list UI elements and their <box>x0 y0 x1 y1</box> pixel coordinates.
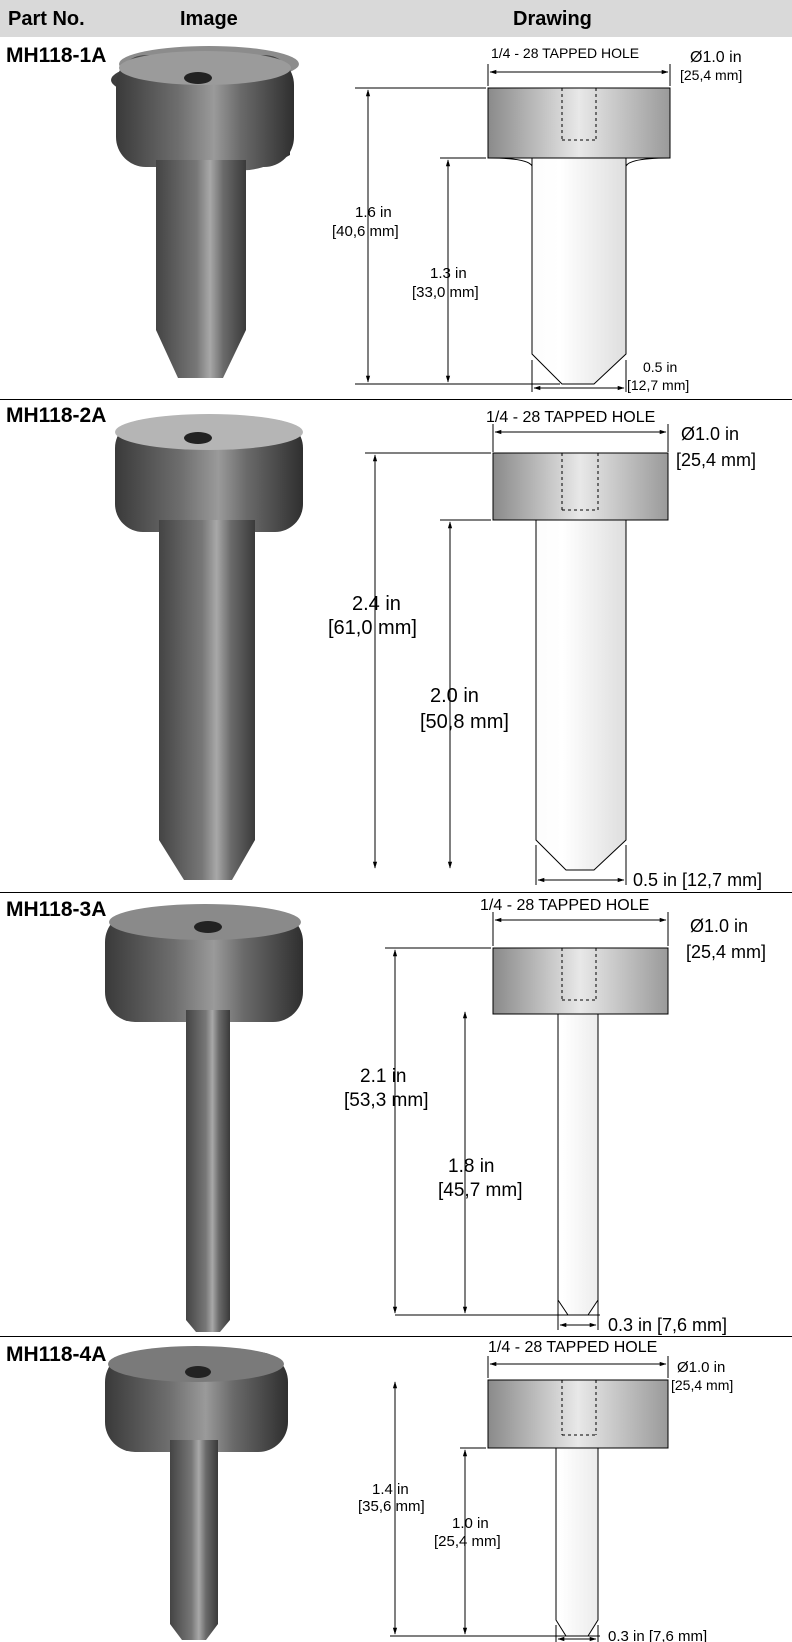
header-part-no: Part No. <box>8 8 85 30</box>
diameter-mm-label: [25,4 mm] <box>680 67 742 83</box>
tapped-hole-label: 1/4 - 28 TAPPED HOLE <box>486 409 655 426</box>
shaft-length-mm-label: [25,4 mm] <box>434 1533 501 1550</box>
tip-label: 0.5 in [12,7 mm] <box>633 870 762 890</box>
diameter-in-label: Ø1.0 in <box>681 424 739 444</box>
tapped-hole-label: 1/4 - 28 TAPPED HOLE <box>488 1339 657 1356</box>
part-number: MH118-1A <box>6 44 107 67</box>
table-header: Part No. Image Drawing <box>0 0 792 37</box>
total-length-mm-label: [53,3 mm] <box>344 1090 428 1111</box>
diameter-in-label: Ø1.0 in <box>690 49 742 66</box>
part-photo <box>111 46 299 378</box>
tip-in-label: 0.5 in <box>643 359 677 375</box>
part-photo <box>105 904 303 1332</box>
total-length-in-label: 2.1 in <box>360 1066 406 1087</box>
shaft-length-mm-label: [33,0 mm] <box>412 284 479 301</box>
tip-mm-label: [12,7 mm] <box>627 377 689 393</box>
shaft-length-in-label: 1.3 in <box>430 265 467 282</box>
header-drawing: Drawing <box>513 8 592 30</box>
tip-label: 0.3 in [7,6 mm] <box>608 1315 727 1335</box>
shaft-length-mm-label: [45,7 mm] <box>438 1180 522 1201</box>
tapped-hole-label: 1/4 - 28 TAPPED HOLE <box>480 897 649 914</box>
tip-label: 0.3 in [7,6 mm] <box>608 1628 707 1642</box>
diameter-mm-label: [25,4 mm] <box>676 450 756 470</box>
row-divider <box>0 399 792 400</box>
diameter-in-label: Ø1.0 in <box>690 916 748 936</box>
shaft-length-in-label: 1.0 in <box>452 1515 489 1532</box>
header-image: Image <box>180 8 238 30</box>
shaft-length-in-label: 2.0 in <box>430 685 479 707</box>
total-length-in-label: 1.6 in <box>355 204 392 221</box>
total-length-mm-label: [61,0 mm] <box>328 617 417 639</box>
technical-drawing <box>365 424 669 885</box>
total-length-in-label: 1.4 in <box>372 1481 409 1498</box>
shaft-length-mm-label: [50,8 mm] <box>420 711 509 733</box>
part-number: MH118-3A <box>6 898 107 921</box>
row-divider <box>0 1336 792 1337</box>
shaft-length-in-label: 1.8 in <box>448 1156 494 1177</box>
diameter-in-label: Ø1.0 in <box>677 1359 725 1376</box>
diameter-mm-label: [25,4 mm] <box>671 1377 733 1393</box>
technical-drawing <box>390 1356 669 1642</box>
part-number: MH118-2A <box>6 404 107 427</box>
tapped-hole-label: 1/4 - 28 TAPPED HOLE <box>491 45 639 61</box>
total-length-in-label: 2.4 in <box>352 593 401 615</box>
row-divider <box>0 892 792 893</box>
technical-drawing <box>385 912 669 1330</box>
part-photo <box>115 414 303 880</box>
part-photo <box>105 1346 288 1640</box>
total-length-mm-label: [35,6 mm] <box>358 1498 425 1515</box>
part-number: MH118-4A <box>6 1343 107 1366</box>
total-length-mm-label: [40,6 mm] <box>332 223 399 240</box>
technical-drawing <box>355 64 671 392</box>
diameter-mm-label: [25,4 mm] <box>686 942 766 962</box>
